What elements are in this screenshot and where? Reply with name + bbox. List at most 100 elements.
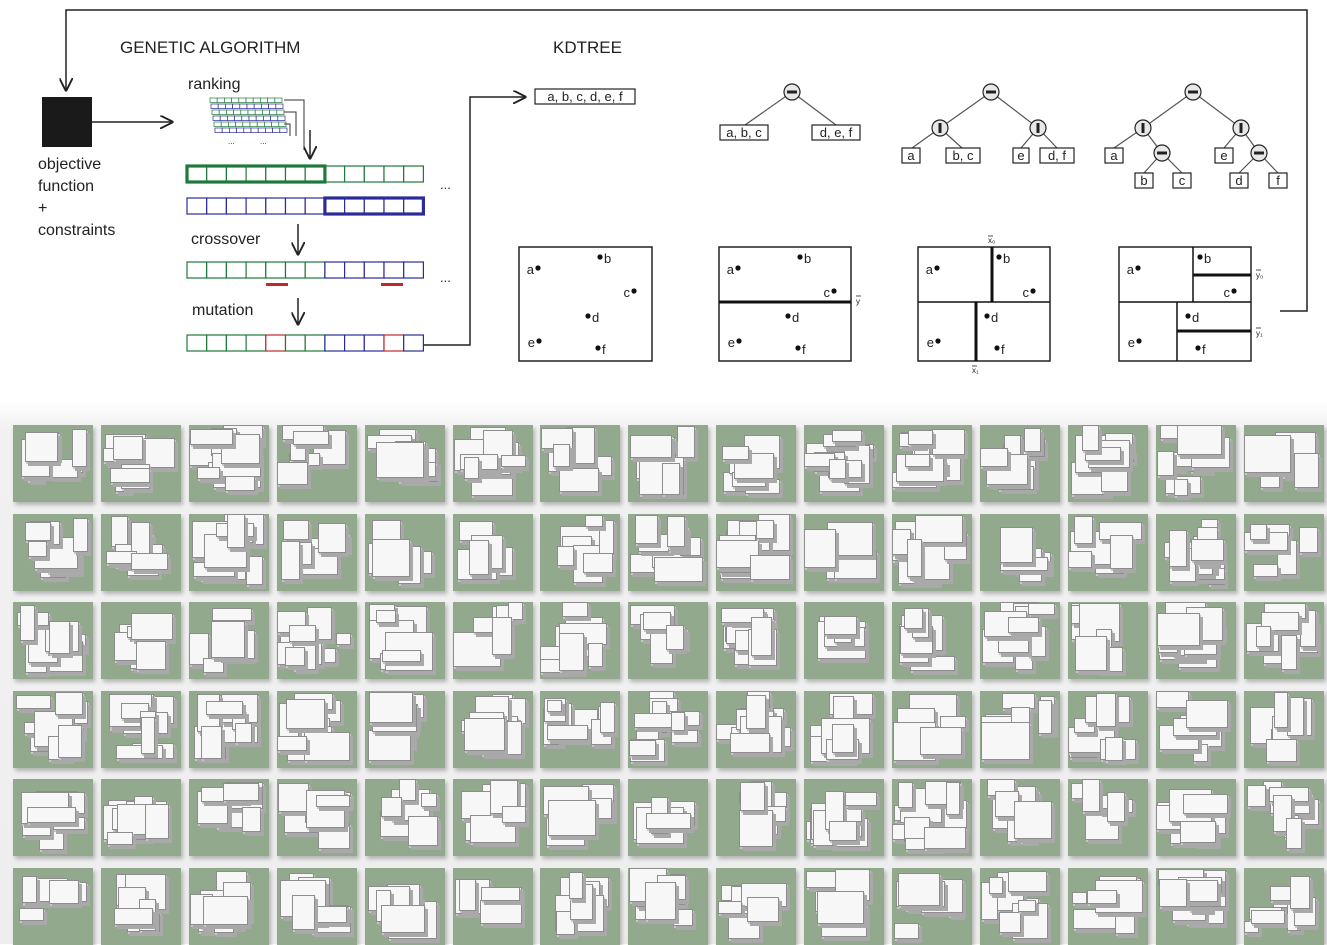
gene-cell: [253, 103, 262, 109]
gene-cell: [260, 97, 268, 103]
gene-cell: [265, 127, 273, 133]
building-block: [662, 463, 681, 495]
building-block: [226, 513, 245, 548]
building-block: [845, 792, 878, 806]
layout-tile: [100, 602, 181, 679]
tree2-leaf-bc: b, c: [953, 148, 974, 163]
building-block: [746, 694, 767, 729]
building-block: [1027, 603, 1055, 615]
building-block: [569, 871, 584, 899]
building-block: [1071, 891, 1087, 904]
layout-tile: [188, 690, 269, 768]
point-label-b: b: [1003, 251, 1010, 266]
building-block: [22, 875, 37, 903]
gene-cell: [265, 165, 287, 183]
building-block: [804, 528, 837, 568]
building-block: [1252, 563, 1278, 577]
point-label-a: a: [527, 262, 535, 277]
layout-tile: [1155, 602, 1236, 679]
gene-cell: [324, 334, 346, 352]
point-label-f: f: [802, 342, 806, 357]
gene-cell: [363, 261, 385, 279]
building-block: [898, 872, 940, 906]
gene-cell: [277, 115, 286, 121]
building-block: [817, 890, 865, 924]
building-block: [739, 810, 774, 847]
building-block: [559, 633, 585, 671]
gene-cell: [363, 165, 385, 183]
selected-segment: [323, 196, 425, 216]
building-block: [734, 453, 775, 479]
mutation-label: mutation: [192, 302, 253, 319]
building-block: [673, 908, 694, 926]
gene-cell: [218, 109, 227, 115]
building-block: [583, 552, 614, 573]
gene-cell: [265, 197, 287, 215]
building-block: [1298, 526, 1318, 553]
building-block: [73, 517, 88, 552]
point-label-a: a: [727, 262, 735, 277]
building-block: [144, 804, 169, 839]
layout-tile: [892, 513, 972, 591]
building-block: [1013, 801, 1052, 839]
building-block: [588, 643, 604, 667]
layout-tile: [804, 425, 885, 502]
layout-tile: [540, 779, 621, 856]
tree3-leaf-f: f: [1276, 173, 1280, 188]
objective-function-block: [42, 97, 92, 147]
point-label-e: e: [728, 335, 735, 350]
building-block: [980, 721, 1030, 760]
gene-cell: [344, 334, 365, 352]
building-block: [109, 468, 150, 483]
point-d: [785, 313, 791, 319]
building-block: [646, 813, 692, 829]
building-block: [671, 729, 699, 743]
gene-cell: [304, 197, 326, 215]
point-label-f: f: [1001, 342, 1005, 357]
gene-cell: [243, 127, 252, 133]
gene-cell: [245, 165, 267, 183]
layout-tile: [1155, 513, 1236, 591]
tree3-split-x1: [1232, 119, 1250, 137]
point-label-c: c: [624, 285, 631, 300]
building-block: [463, 717, 505, 751]
building-block: [189, 429, 233, 445]
gene-cell: [265, 334, 287, 352]
layout-tile: [1243, 779, 1324, 856]
building-block: [55, 691, 83, 715]
chromosome-offspring: [186, 261, 425, 279]
layout-tile: [364, 513, 445, 591]
building-block: [1255, 626, 1271, 647]
building-block: [507, 602, 523, 620]
layout-tile: [1155, 867, 1236, 945]
layout-tile: [1243, 602, 1324, 679]
genetic-algorithm-title: GENETIC ALGORITHM: [120, 38, 300, 57]
layout-tile: [188, 867, 269, 945]
gene-cell: [228, 121, 236, 127]
tree1-left-box: [719, 124, 769, 141]
building-block: [49, 879, 79, 904]
tree2-leaf-box: [1012, 147, 1030, 164]
gene-cell: [211, 109, 220, 115]
gene-cell: [344, 165, 365, 183]
layout-tile: [892, 602, 972, 679]
layout-tile: [13, 690, 93, 768]
building-block: [468, 539, 489, 575]
layout-tile: [1067, 513, 1148, 591]
building-block: [469, 815, 516, 843]
building-block: [500, 455, 526, 467]
building-block: [280, 540, 300, 580]
building-block: [1243, 435, 1291, 473]
building-block: [667, 515, 686, 547]
building-block: [211, 608, 252, 621]
tree3-leaf-a: a: [1110, 148, 1118, 163]
layout-tile: [979, 779, 1060, 856]
point-d: [984, 313, 990, 319]
chromosome-mutated: [186, 334, 425, 352]
gene-cell: [267, 97, 276, 103]
layout-tile: [804, 779, 885, 856]
building-block: [375, 442, 424, 478]
building-block: [645, 881, 677, 920]
